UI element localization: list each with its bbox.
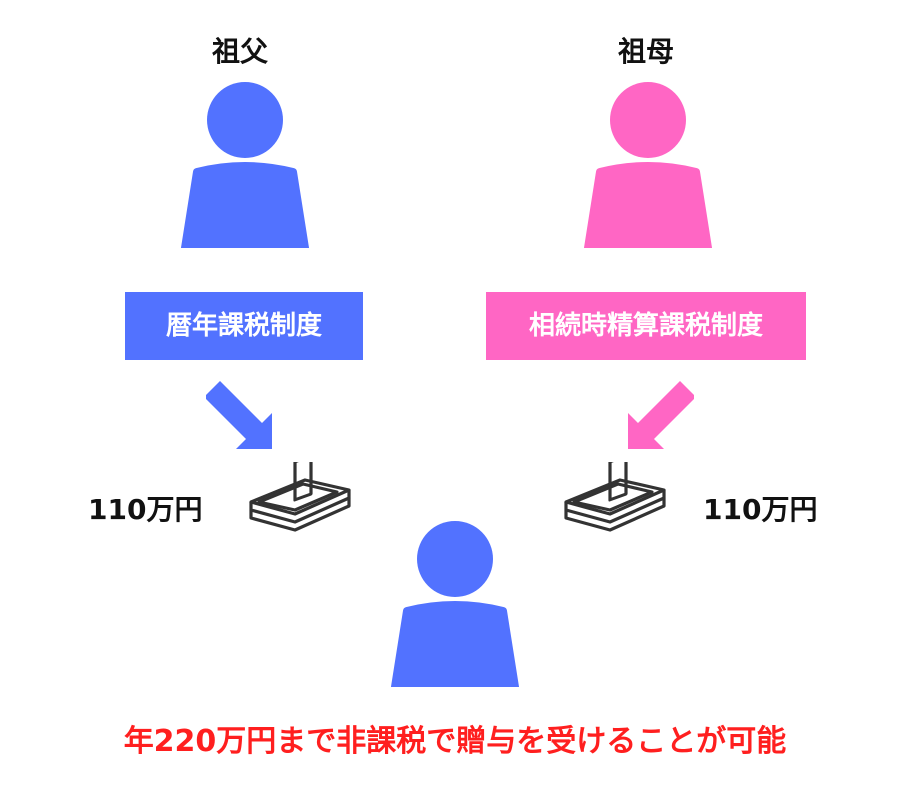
grandmother-label: 祖母	[617, 35, 674, 68]
grandmother-person-icon	[584, 82, 712, 248]
grandfather-arrow-icon	[206, 381, 272, 449]
footer-text: 年220万円まで非課税で贈与を受けることが可能	[123, 724, 787, 759]
grandfather-person-icon	[181, 82, 309, 248]
grandfather-label: 祖父	[211, 35, 268, 68]
grandmother-cash-stack-icon	[564, 462, 666, 532]
grandfather-amount: 110万円	[88, 493, 203, 526]
grandmother-system-box: 相続時精算課税制度	[486, 292, 806, 360]
recipient-person-icon	[391, 521, 519, 687]
grandfather-system-box: 暦年課税制度	[125, 292, 363, 360]
grandfather-cash-stack-icon	[249, 462, 351, 532]
grandmother-arrow-icon	[628, 381, 694, 449]
grandmother-amount: 110万円	[703, 493, 818, 526]
